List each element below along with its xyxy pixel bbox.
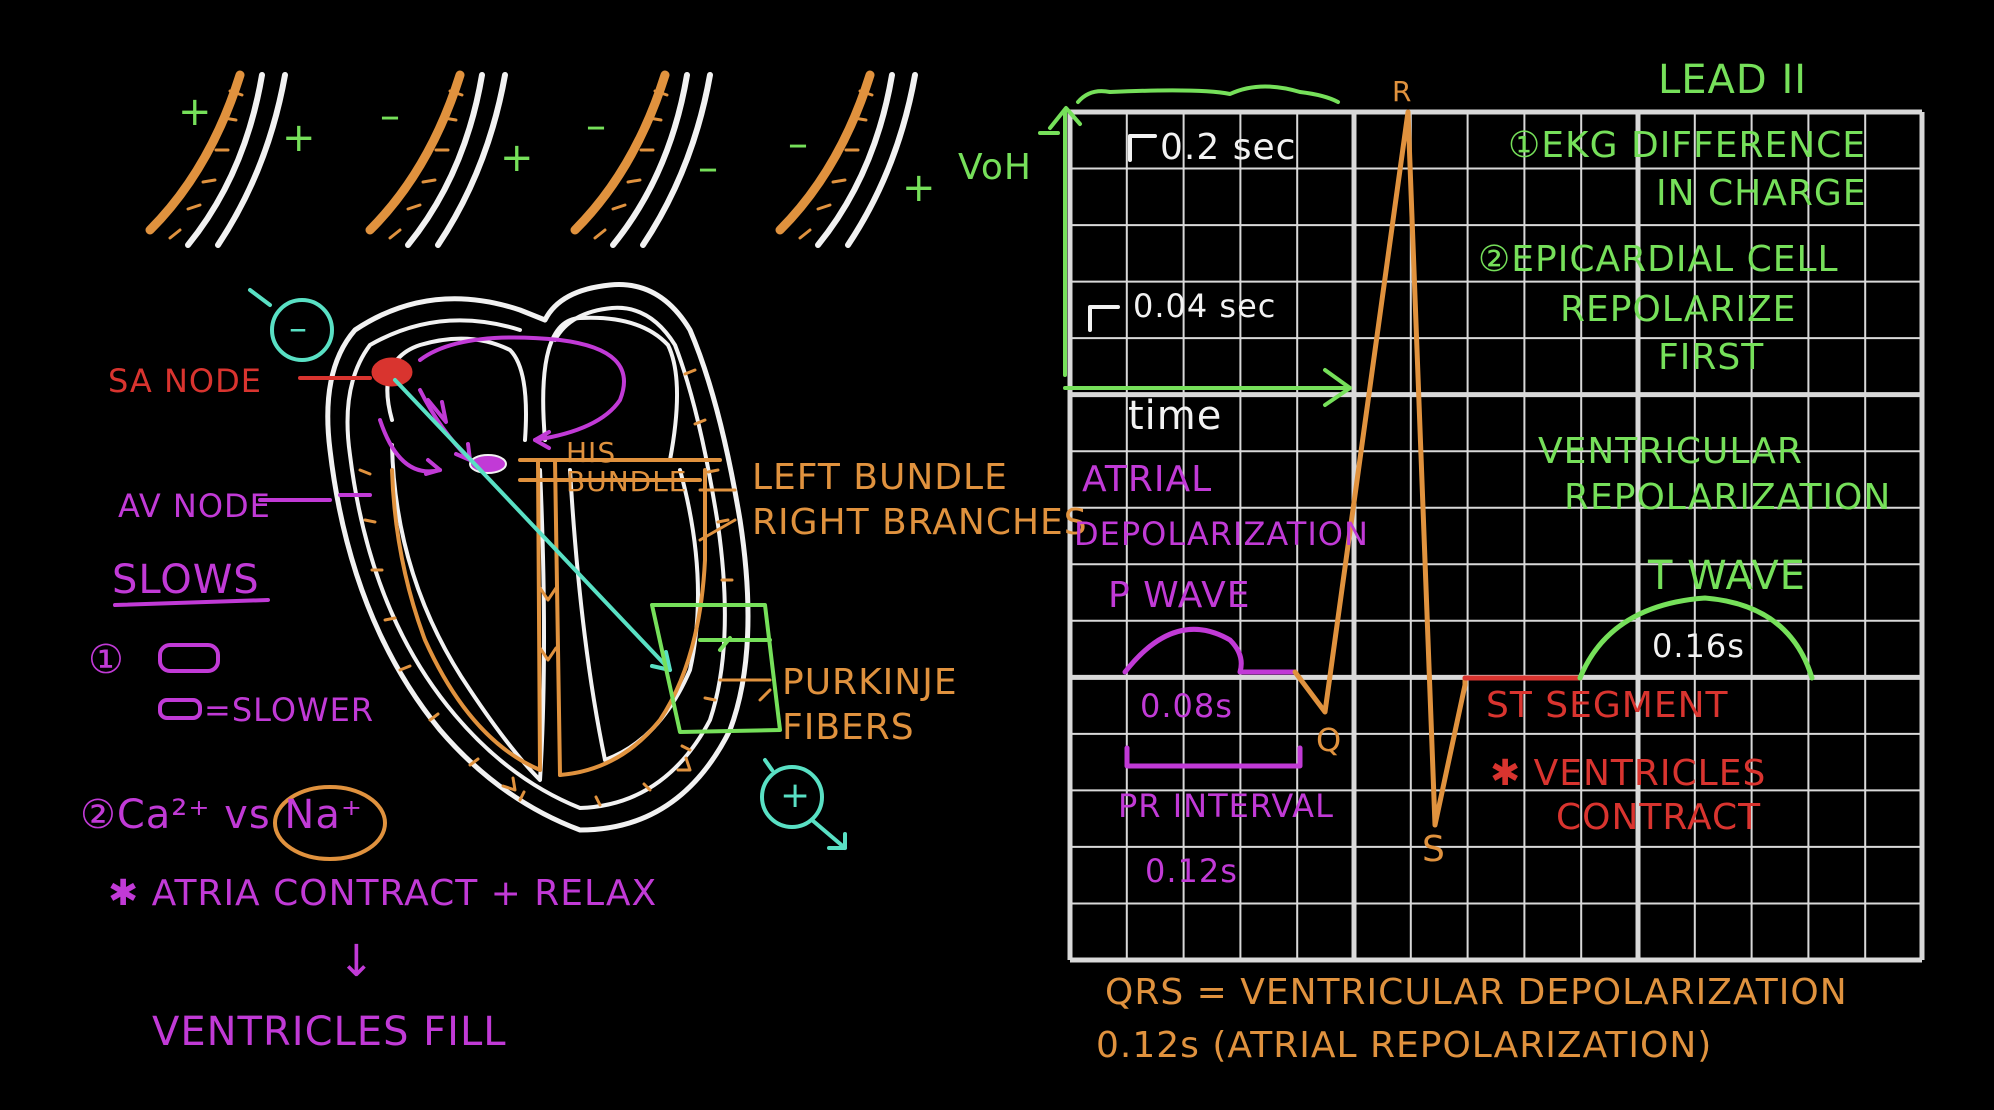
down-arrow: ↓ <box>338 936 376 987</box>
calcium-vs-sodium: ②Ca²⁺ vs Na⁺ <box>80 792 363 838</box>
t-wave-label: T WAVE <box>1648 553 1806 599</box>
t-wave-trace <box>1577 595 1815 681</box>
atria-contract-note: ✱ ATRIA CONTRACT + RELAX <box>108 873 658 914</box>
ventricles-contract-line2: CONTRACT <box>1556 797 1762 838</box>
positive-electrode-symbol: + <box>780 775 812 816</box>
his-bundle-arrows <box>501 586 692 792</box>
heart-outer-wall <box>325 282 751 833</box>
large-box-marker <box>1128 134 1157 162</box>
slower-label: =SLOWER <box>204 691 375 729</box>
negative-electrode-symbol: – <box>289 308 308 349</box>
na-circle <box>273 785 387 861</box>
polarity-symbol: – <box>586 103 607 149</box>
atrial-depolarization-line1: ATRIAL <box>1082 459 1213 500</box>
large-box-brace <box>1076 84 1340 104</box>
time-axis-label: time <box>1128 393 1223 439</box>
ventricular-repolarization-line1: VENTRICULAR <box>1538 431 1803 472</box>
qrs-definition: QRS = VENTRICULAR DEPOLARIZATION <box>1105 972 1848 1013</box>
pr-interval-duration: 0.12s <box>1145 852 1238 890</box>
t-wave-duration: 0.16s <box>1652 627 1745 665</box>
positive-electrode <box>760 765 824 829</box>
polarity-symbol: – <box>380 93 401 139</box>
point-one-marker: ① <box>88 637 125 683</box>
negative-electrode <box>270 298 334 362</box>
ventricles-fill-note: VENTRICLES FILL <box>152 1009 507 1055</box>
p-wave-trace <box>1122 626 1298 675</box>
large-box-duration: 0.2 sec <box>1160 127 1297 168</box>
purkinje-highlight-box <box>650 603 782 734</box>
purkinje-fibers-label: PURKINJE FIBERS <box>782 662 958 748</box>
polarity-symbol: + <box>500 135 535 181</box>
left-atrium-outline <box>541 315 680 462</box>
slows-underline <box>113 598 270 607</box>
lead-title: LEAD II <box>1658 57 1808 103</box>
voltage-label: VoH <box>958 147 1032 188</box>
pr-interval-label: PR INTERVAL <box>1118 787 1334 825</box>
ecg-traces <box>1038 84 1815 828</box>
polarity-symbol: – <box>788 121 809 167</box>
atrial-depolarization-line2: DEPOLARIZATION <box>1074 515 1369 553</box>
ventricular-repolarization-line2: REPOLARIZATION <box>1564 477 1892 518</box>
ventricles-contract-line1: ✱ VENTRICLES <box>1490 753 1767 794</box>
right-atrium-outline <box>385 336 528 442</box>
small-box-duration: 0.04 sec <box>1133 287 1277 325</box>
peak-s-label: S <box>1422 829 1446 870</box>
small-box-marker <box>1088 305 1120 332</box>
st-segment-label: ST SEGMENT <box>1486 685 1729 726</box>
time-axis <box>1063 368 1352 407</box>
qrs-trace <box>1292 109 1468 828</box>
p-wave-duration: 0.08s <box>1140 687 1233 725</box>
cell-strip-1 <box>145 70 288 248</box>
note2-line1: ②EPICARDIAL CELL <box>1478 239 1839 280</box>
slows-label: SLOWS <box>112 557 260 603</box>
heart-mid-wall <box>345 305 727 810</box>
pr-interval-bracket <box>1124 745 1303 769</box>
av-arrow-heads <box>424 398 551 476</box>
qrs-duration-note: 0.12s (ATRIAL REPOLARIZATION) <box>1096 1025 1713 1066</box>
left-notes-drawings <box>113 598 387 861</box>
polarity-symbol: + <box>178 89 213 135</box>
voltage-axis <box>1038 106 1082 377</box>
cell-strip-2 <box>365 70 508 248</box>
left-ventricle-outline <box>568 468 700 762</box>
purkinje-path <box>390 468 707 777</box>
fast-fiber-icon <box>158 643 220 673</box>
note2-line2: REPOLARIZE <box>1560 289 1797 330</box>
av-node-label: AV NODE <box>118 487 271 525</box>
note1-line1: ①EKG DIFFERENCE <box>1508 125 1867 166</box>
his-bundle-path <box>518 458 722 777</box>
slow-fiber-icon <box>158 698 202 720</box>
left-bundle-label: LEFT BUNDLE <box>752 457 1008 498</box>
right-branches-label: RIGHT BRANCHES <box>752 502 1088 543</box>
polarity-symbol: + <box>282 115 317 161</box>
p-wave-label: P WAVE <box>1108 575 1251 616</box>
polarity-symbol: + <box>902 165 937 211</box>
electrical-axis-arrow <box>393 378 672 672</box>
sa-node-label: SA NODE <box>108 362 262 400</box>
polarity-symbol: – <box>698 145 719 191</box>
cell-strip-3 <box>570 70 713 248</box>
his-bundle-label: HIS BUNDLE <box>566 436 688 499</box>
cell-strip-4 <box>775 70 918 248</box>
heart-diagram <box>248 282 847 850</box>
note1-line2: IN CHARGE <box>1656 173 1867 214</box>
peak-r-label: R <box>1392 75 1413 108</box>
ecg-minor-grid <box>1070 112 1922 960</box>
right-ventricle-outline <box>390 443 546 782</box>
peak-q-label: Q <box>1316 721 1343 759</box>
sa-node <box>371 357 413 387</box>
note2-line3: FIRST <box>1658 337 1765 378</box>
cell-strips <box>145 70 918 248</box>
